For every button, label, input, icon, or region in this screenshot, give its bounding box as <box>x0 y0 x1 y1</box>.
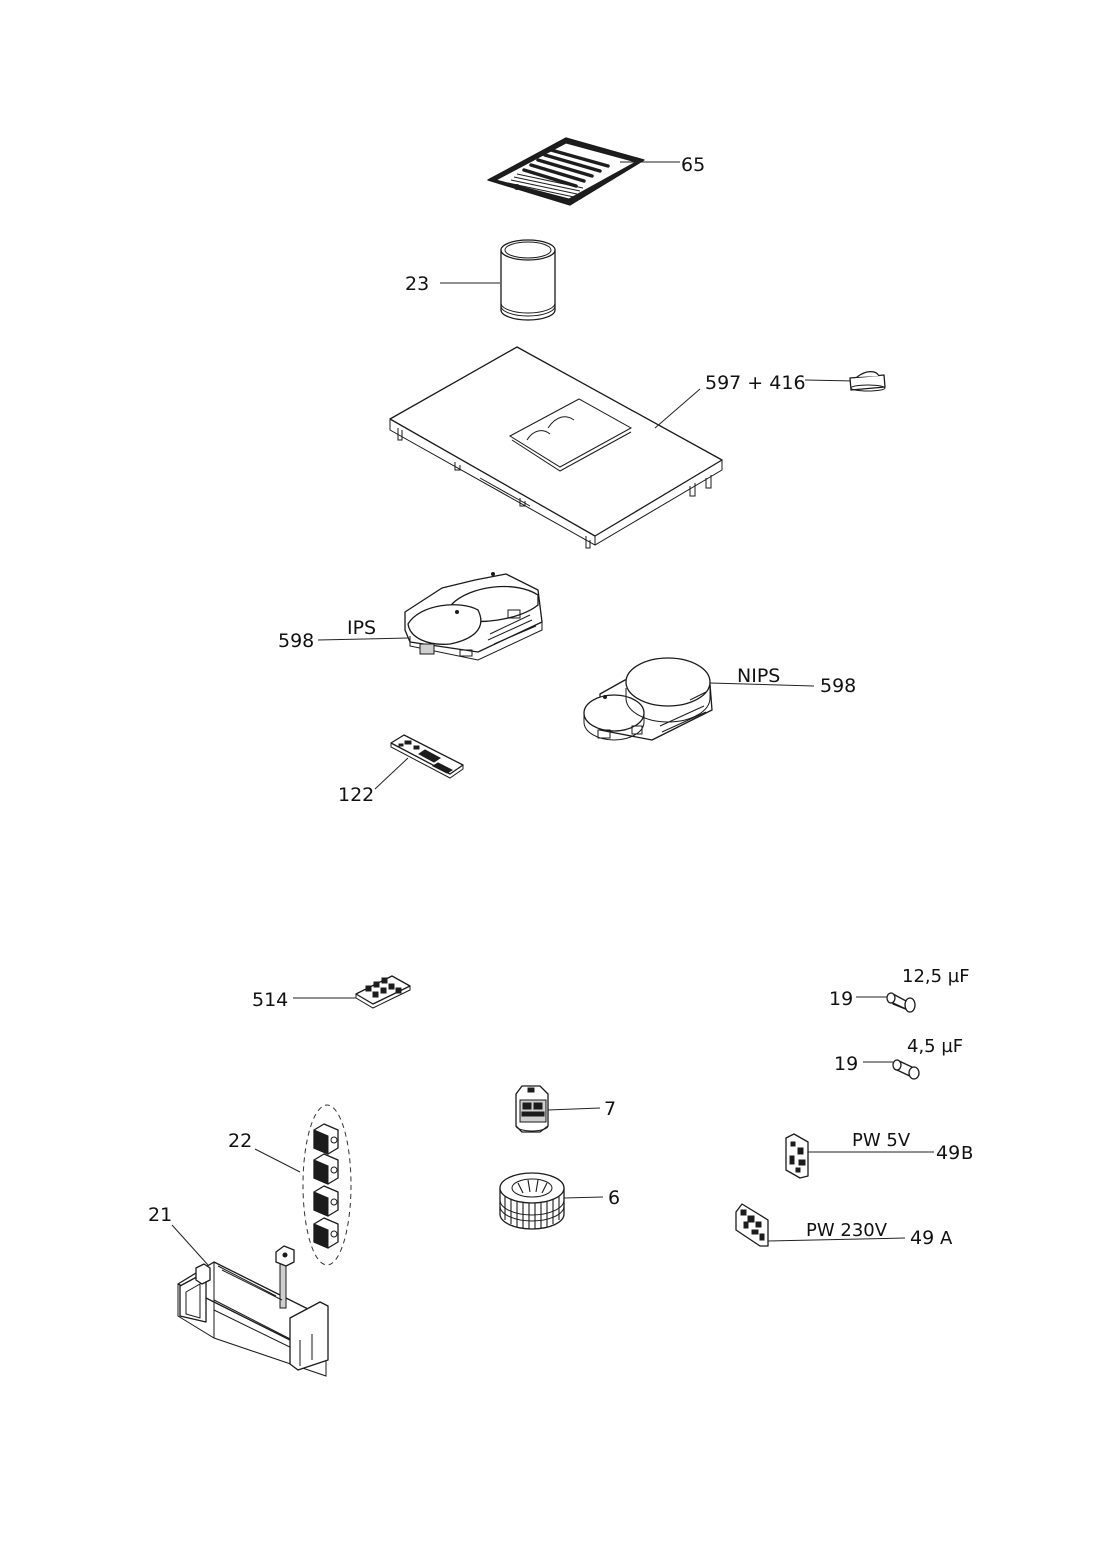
nips-induction-module-part[interactable] <box>583 657 713 741</box>
terminal-block-part[interactable] <box>355 975 411 1009</box>
fan-wheel-part[interactable] <box>499 1172 565 1230</box>
label-pw5v: PW 5V <box>852 1130 911 1151</box>
label-514: 514 <box>252 989 288 1011</box>
filter-cassette-part[interactable] <box>313 1185 339 1217</box>
pw230v-board-part[interactable] <box>735 1203 769 1247</box>
knob-part[interactable] <box>849 370 886 392</box>
filters-group-outline <box>302 1104 352 1266</box>
motor-part[interactable] <box>515 1085 549 1133</box>
label-49b-number: 49 <box>936 1142 960 1164</box>
label-22: 22 <box>228 1130 252 1152</box>
label-19-a: 19 <box>829 988 853 1010</box>
label-12-5uf: 12,5 µF <box>902 966 970 987</box>
pw5v-board-part[interactable] <box>785 1133 809 1179</box>
label-ips-text: IPS <box>347 617 376 639</box>
label-pw230v: PW 230V <box>806 1220 888 1241</box>
label-nips-text: NIPS <box>737 665 780 687</box>
label-598-ips-number: 598 <box>278 630 314 652</box>
label-65: 65 <box>681 154 705 176</box>
filter-cassette-part[interactable] <box>313 1153 339 1185</box>
label-6: 6 <box>608 1187 620 1209</box>
keyboard-board-part[interactable] <box>390 734 464 779</box>
label-19-b: 19 <box>834 1053 858 1075</box>
label-21: 21 <box>148 1204 172 1226</box>
glass-top-part[interactable] <box>389 346 723 549</box>
label-49a-suffix: A <box>940 1228 953 1249</box>
label-49b-suffix: B <box>961 1143 973 1164</box>
label-23: 23 <box>405 273 429 295</box>
label-49a-number: 49 <box>910 1227 934 1249</box>
capacitor-4-5uf-part[interactable] <box>892 1059 920 1080</box>
label-4-5uf: 4,5 µF <box>907 1036 963 1057</box>
filter-cassette-part[interactable] <box>313 1123 339 1155</box>
capacitor-12-5uf-part[interactable] <box>886 992 916 1013</box>
label-7: 7 <box>604 1098 616 1120</box>
label-122: 122 <box>338 784 374 806</box>
filter-cylinder-part[interactable] <box>500 239 556 321</box>
grille-part[interactable] <box>487 137 645 206</box>
label-597-416: 597 + 416 <box>705 372 806 394</box>
ips-induction-module-part[interactable] <box>404 572 543 661</box>
air-duct-part[interactable] <box>177 1245 329 1377</box>
label-598-nips-number: 598 <box>820 675 856 697</box>
filter-cassette-part[interactable] <box>313 1217 339 1249</box>
